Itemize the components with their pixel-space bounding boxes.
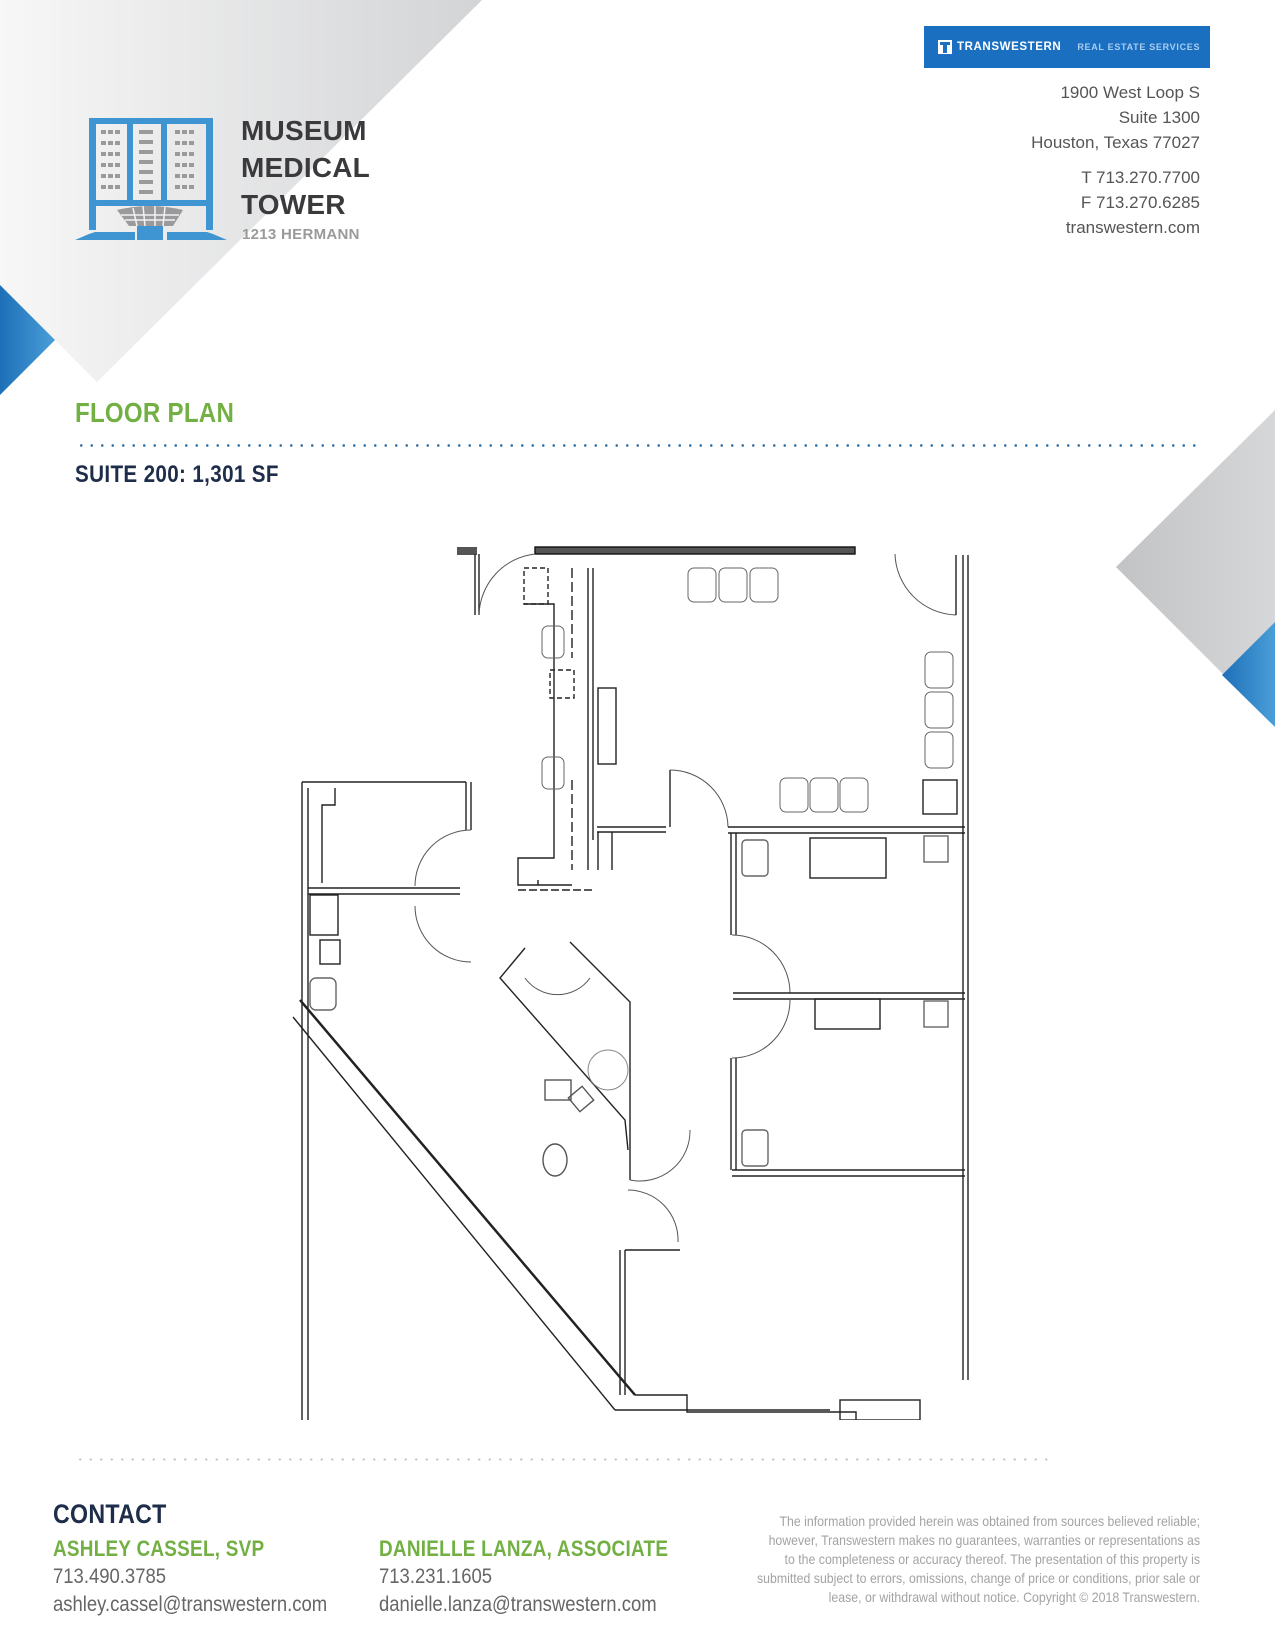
- dotted-divider-footer: [75, 1458, 1050, 1461]
- contact-name: DANIELLE LANZA, ASSOCIATE: [379, 1536, 669, 1561]
- floor-plan-drawing: [292, 546, 969, 1420]
- transwestern-t-icon: [938, 40, 952, 54]
- address-line: 1900 West Loop S: [1060, 83, 1200, 102]
- contact-phone[interactable]: 713.490.3785: [53, 1565, 167, 1588]
- address-line: Houston, Texas 77027: [1031, 133, 1200, 152]
- transwestern-logo-badge: TRANSWESTERN REAL ESTATE SERVICES: [924, 26, 1210, 68]
- suite-size-label: SUITE 200: 1,301 SF: [75, 461, 279, 488]
- brand-name: TRANSWESTERN: [957, 41, 1062, 53]
- section-title: FLOOR PLAN: [75, 397, 235, 428]
- brand-tagline: REAL ESTATE SERVICES: [1077, 42, 1201, 52]
- phone-number: T 713.270.7700: [1081, 168, 1200, 187]
- website-link[interactable]: transwestern.com: [1065, 218, 1200, 237]
- contact-card: ASHLEY CASSEL, SVP 713.490.3785 ashley.c…: [53, 1535, 365, 1619]
- property-name: MUSEUM MEDICAL TOWER: [241, 115, 370, 220]
- property-address: 1213 HERMANN: [242, 226, 360, 243]
- building-icon: [75, 118, 227, 240]
- contact-name: ASHLEY CASSEL, SVP: [53, 1536, 265, 1561]
- contact-heading: CONTACT: [53, 1499, 167, 1529]
- contact-email[interactable]: ashley.cassel@transwestern.com: [53, 1593, 328, 1616]
- address-line: Suite 1300: [1118, 108, 1200, 127]
- dotted-divider: [76, 444, 1201, 447]
- legal-disclaimer: The information provided herein was obta…: [756, 1513, 1200, 1605]
- contact-email[interactable]: danielle.lanza@transwestern.com: [379, 1593, 657, 1616]
- fax-number: F 713.270.6285: [1080, 193, 1200, 212]
- contact-phone[interactable]: 713.231.1605: [379, 1565, 493, 1588]
- brokerage-address-block: 1900 West Loop S Suite 1300 Houston, Tex…: [1031, 80, 1200, 240]
- contact-card: DANIELLE LANZA, ASSOCIATE 713.231.1605 d…: [379, 1535, 715, 1619]
